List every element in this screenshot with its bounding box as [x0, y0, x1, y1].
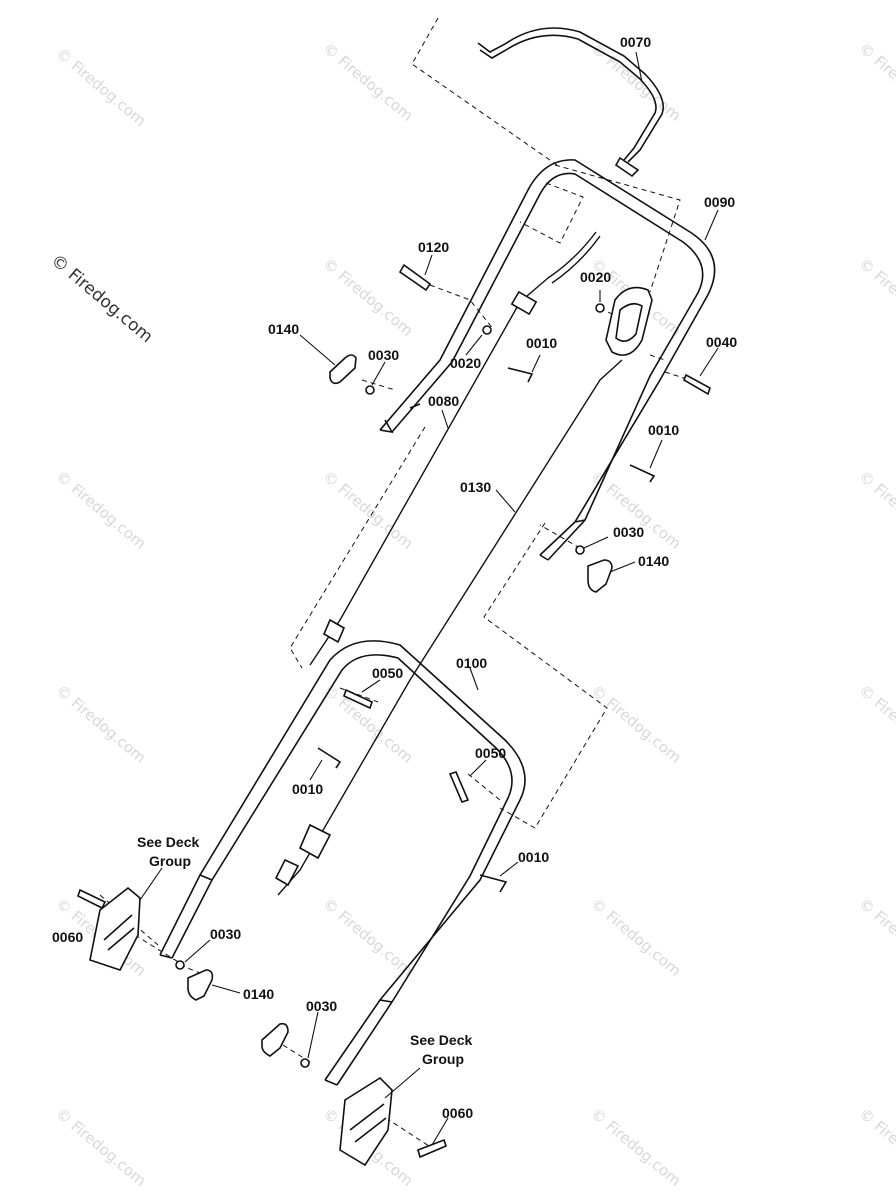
- dashed-guide: [519, 182, 584, 244]
- dashed-guide: [483, 522, 608, 829]
- cable-spring: [322, 618, 346, 644]
- callout-0100: 0100: [456, 655, 487, 671]
- deck-group-notes: See Deck Group See Deck Group: [137, 834, 472, 1067]
- watermark: © Firedog.com: [52, 681, 149, 766]
- bolt-0050: [343, 688, 373, 710]
- clip-0010: [629, 464, 656, 483]
- watermark: © Firedog.com: [855, 894, 896, 979]
- callout-0030: 0030: [210, 926, 241, 942]
- washer-0030: [365, 385, 375, 395]
- knob-0140: [587, 559, 613, 593]
- dashed-guide: [649, 354, 666, 361]
- dashed-guide: [429, 284, 495, 331]
- cable-end: [298, 823, 332, 860]
- knob-0140: [261, 1022, 289, 1057]
- nut-0020: [595, 303, 605, 313]
- callout-0140: 0140: [243, 986, 274, 1002]
- copyright-label: © Firedog.com: [47, 251, 157, 348]
- lower-handle-0100: [159, 640, 526, 1086]
- cable-0130: [277, 359, 623, 896]
- watermark: © Firedog.com: [855, 1104, 896, 1189]
- callout-0030: 0030: [306, 998, 337, 1014]
- callout-0070: 0070: [620, 34, 651, 50]
- watermark: © Firedog.com: [52, 1104, 149, 1189]
- watermark: © Firedog.com: [52, 44, 149, 129]
- cable-clip: [510, 290, 538, 316]
- washer-0030: [300, 1058, 310, 1068]
- callout-labels: 0070 0090 0120 0020 0140 0030 0020 0010 …: [52, 34, 737, 1121]
- watermark: © Firedog.com: [587, 1104, 684, 1189]
- dashed-guide: [361, 379, 396, 391]
- cable-0080: [309, 231, 597, 666]
- note-see-deck-left: See Deck: [137, 834, 199, 850]
- watermark: © Firedog.com: [855, 681, 896, 766]
- bail-0070: [477, 27, 664, 178]
- callout-0050: 0050: [372, 665, 403, 681]
- cable-0080-inner: [551, 235, 601, 284]
- callout-0080: 0080: [428, 393, 459, 409]
- watermark-group: © Firedog.com © Firedog.com © Firedog.co…: [52, 39, 896, 1189]
- dashed-guide: [539, 524, 581, 549]
- callout-0020: 0020: [580, 269, 611, 285]
- washer-0030: [175, 960, 185, 970]
- callout-0140: 0140: [638, 553, 669, 569]
- callout-0010: 0010: [518, 849, 549, 865]
- knob-0140: [329, 354, 357, 385]
- bolt-0120: [398, 263, 432, 292]
- dashed-guide: [467, 773, 501, 801]
- dashed-guide: [385, 1117, 433, 1149]
- note-see-deck-right: See Deck: [410, 1032, 472, 1048]
- dashed-guide: [339, 687, 379, 703]
- callout-0020: 0020: [450, 355, 481, 371]
- cable-end: [274, 858, 300, 887]
- callout-0120: 0120: [418, 239, 449, 255]
- watermark: © Firedog.com: [587, 681, 684, 766]
- clip-0010: [479, 874, 508, 893]
- watermark: © Firedog.com: [319, 39, 416, 124]
- note-group-left: Group: [149, 853, 191, 869]
- dashed-guide: [411, 17, 558, 166]
- callout-0140: 0140: [268, 321, 299, 337]
- nut-0020: [482, 325, 492, 335]
- callout-0030: 0030: [613, 524, 644, 540]
- callout-0040: 0040: [706, 334, 737, 350]
- leader-lines: [139, 51, 719, 1146]
- callout-0060: 0060: [52, 929, 83, 945]
- bolt-0040: [683, 373, 711, 396]
- callout-0010: 0010: [292, 781, 323, 797]
- deck-bracket-left: [89, 886, 141, 971]
- note-group-right: Group: [422, 1051, 464, 1067]
- dashed-guide: [289, 426, 426, 669]
- clip-0010: [507, 367, 534, 383]
- callout-0050: 0050: [475, 745, 506, 761]
- deck-brackets: [89, 886, 393, 1167]
- clip-0010: [317, 747, 342, 769]
- dashed-guide: [554, 164, 681, 293]
- callout-0030: 0030: [368, 347, 399, 363]
- control-box: [605, 286, 653, 356]
- watermark: © Firedog.com: [855, 39, 896, 124]
- bolt-0060: [417, 1138, 447, 1159]
- washer-0030: [575, 545, 585, 555]
- upper-handle-0090: [379, 159, 716, 561]
- watermark: © Firedog.com: [52, 467, 149, 552]
- callout-0060: 0060: [442, 1105, 473, 1121]
- callout-0130: 0130: [460, 479, 491, 495]
- knob-0140: [187, 969, 214, 1001]
- watermark: © Firedog.com: [319, 894, 416, 979]
- bolt-0060: [77, 888, 107, 910]
- bolt-0050: [448, 771, 470, 803]
- callout-0090: 0090: [704, 194, 735, 210]
- watermark: © Firedog.com: [587, 894, 684, 979]
- watermark: © Firedog.com: [855, 467, 896, 552]
- hardware: [77, 263, 711, 1159]
- cables: [274, 231, 623, 896]
- callout-0010: 0010: [526, 335, 557, 351]
- watermark: © Firedog.com: [855, 254, 896, 339]
- deck-bracket-right: [339, 1076, 393, 1167]
- callout-0010: 0010: [648, 422, 679, 438]
